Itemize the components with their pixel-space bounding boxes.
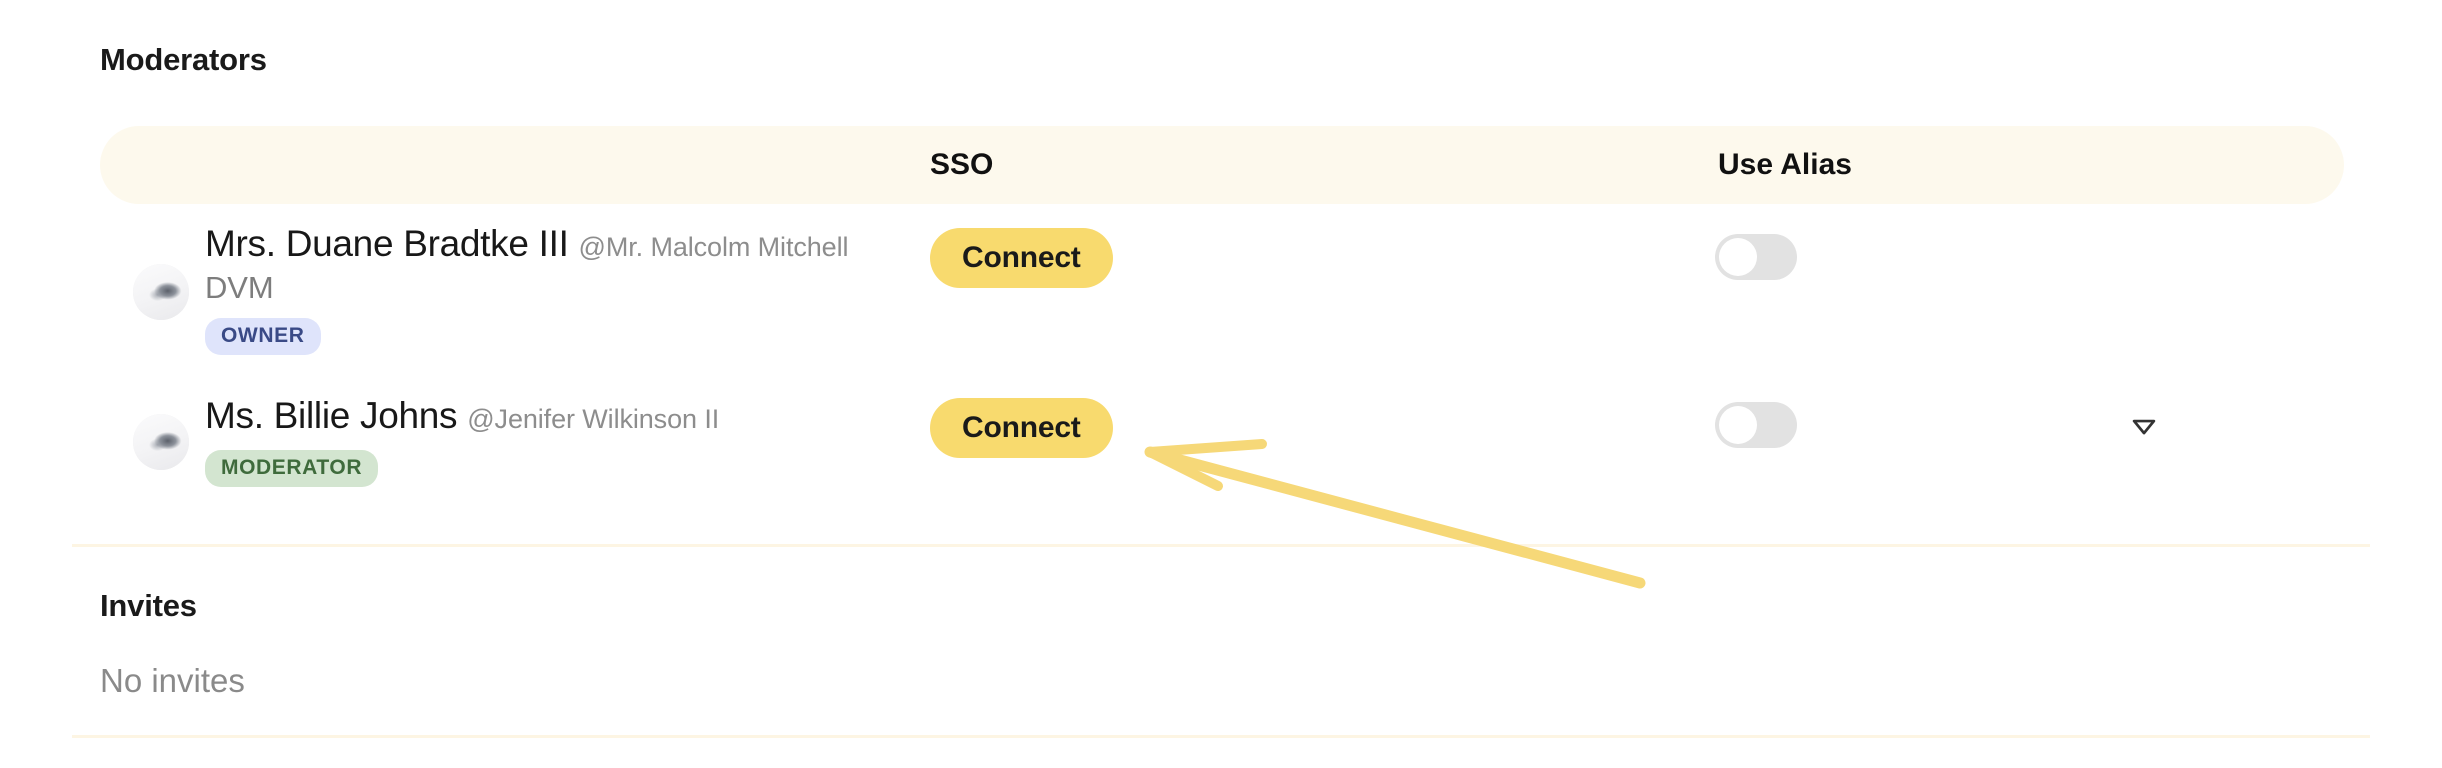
- table-row: Ms. Billie Johns @Jenifer Wilkinson II MO…: [0, 382, 2442, 522]
- status-badge: MODERATOR: [205, 449, 379, 487]
- name-line: Mrs. Duane Bradtke III @Mr. Malcolm Mitch…: [205, 222, 848, 266]
- avatar: [133, 414, 189, 470]
- moderator-suffix: DVM: [205, 269, 274, 305]
- sso-connect-button[interactable]: Connect: [930, 228, 1113, 288]
- table-row: Mrs. Duane Bradtke III @Mr. Malcolm Mitch…: [0, 212, 2442, 372]
- column-header-sso: SSO: [930, 148, 994, 181]
- sso-connect-button[interactable]: Connect: [930, 398, 1113, 458]
- toggle-knob: [1719, 238, 1757, 276]
- moderator-handle: @Mr. Malcolm Mitchell: [578, 232, 849, 262]
- avatar: [133, 264, 189, 320]
- name-line: Ms. Billie Johns @Jenifer Wilkinson II: [205, 394, 719, 438]
- column-header-use-alias: Use Alias: [1718, 148, 1852, 181]
- caret-down-icon: [2132, 419, 2156, 435]
- row-menu-button[interactable]: [2122, 404, 2166, 448]
- moderator-identity: Ms. Billie Johns @Jenifer Wilkinson II MO…: [205, 394, 719, 487]
- moderators-table-header: SSO Use Alias: [100, 126, 2344, 204]
- user-avatar-icon: [133, 264, 189, 320]
- moderators-section-title: Moderators: [100, 42, 267, 77]
- section-divider: [72, 735, 2370, 738]
- user-avatar-icon: [133, 414, 189, 470]
- use-alias-toggle[interactable]: [1715, 234, 1797, 280]
- invites-empty-state: No invites: [100, 662, 245, 699]
- section-divider: [72, 544, 2370, 547]
- moderator-handle: @Jenifer Wilkinson II: [467, 404, 720, 434]
- moderator-name: Ms. Billie Johns: [205, 395, 458, 436]
- moderator-identity: Mrs. Duane Bradtke III @Mr. Malcolm Mitch…: [205, 222, 848, 355]
- moderator-name: Mrs. Duane Bradtke III: [205, 223, 569, 264]
- status-badge: OWNER: [205, 317, 321, 355]
- invites-section-title: Invites: [100, 588, 197, 623]
- toggle-knob: [1719, 406, 1757, 444]
- use-alias-toggle[interactable]: [1715, 402, 1797, 448]
